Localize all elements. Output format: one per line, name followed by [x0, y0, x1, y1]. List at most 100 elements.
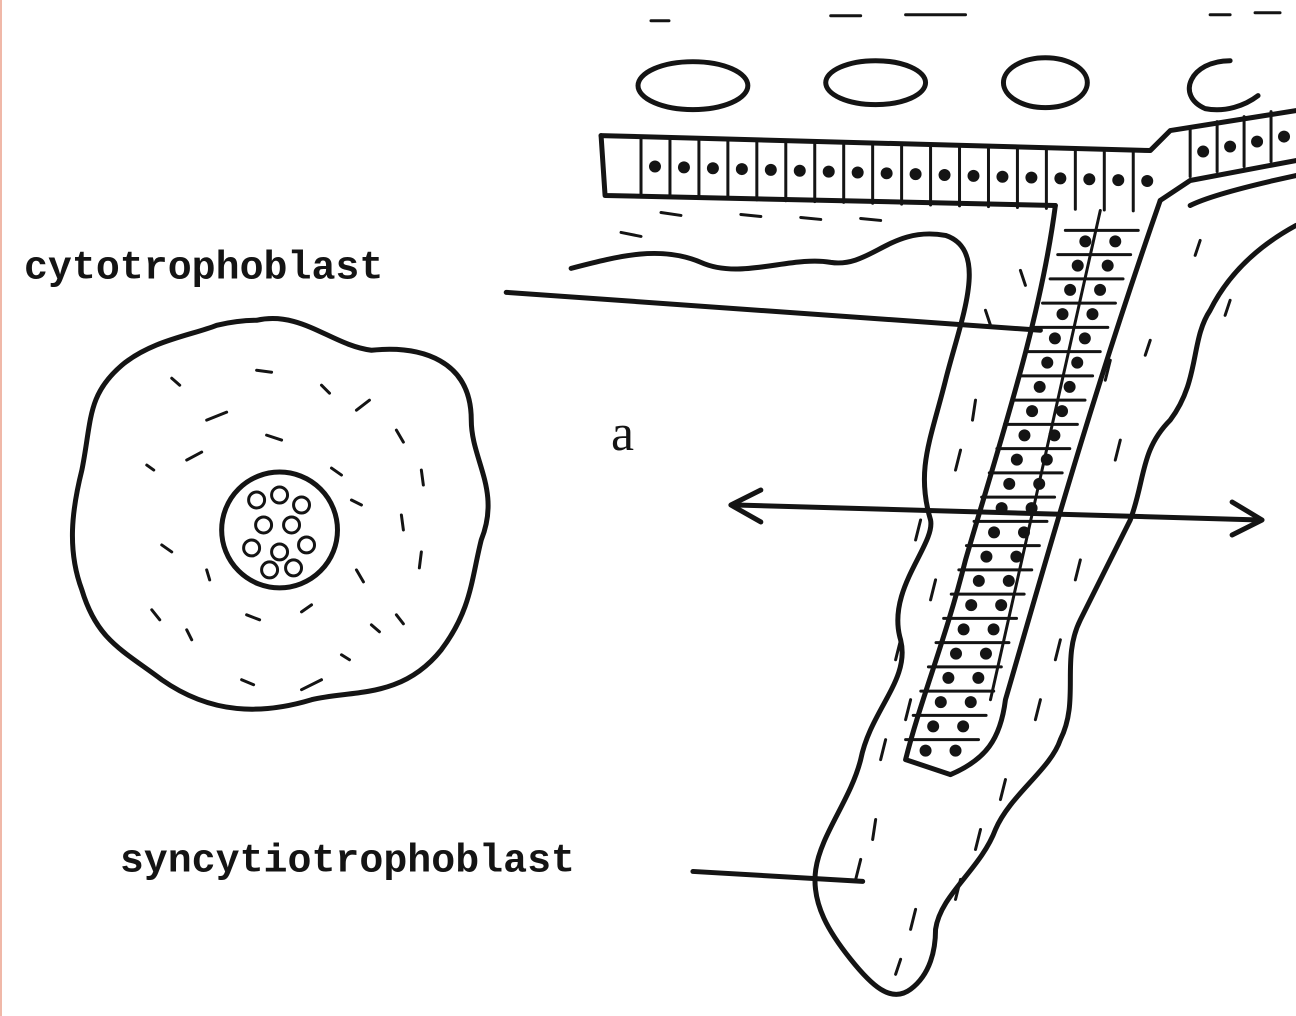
- nucleus-dash: [421, 470, 423, 485]
- cell-nucleus: [1049, 332, 1061, 344]
- cell-nucleus: [957, 720, 969, 732]
- cell-nucleus: [965, 696, 977, 708]
- cell-nucleus: [988, 526, 1000, 538]
- cell-nucleus: [794, 165, 806, 177]
- cell-nucleus: [920, 745, 932, 757]
- nucleus-dash: [351, 500, 361, 505]
- cell-nucleus: [1011, 454, 1023, 466]
- cell-nucleus: [1056, 405, 1068, 417]
- maternal-cell: [826, 61, 926, 105]
- cell-nucleus: [972, 672, 984, 684]
- nucleus-dash: [257, 370, 272, 372]
- nucleus-dash: [371, 625, 379, 632]
- cytotrophoblast-cell-row: [601, 111, 1296, 211]
- nucleus-dash: [973, 400, 976, 420]
- core-cell: [294, 497, 310, 513]
- cell-nucleus: [1112, 174, 1124, 186]
- nucleus-dash: [1075, 560, 1080, 580]
- cell-nucleus: [1094, 284, 1106, 296]
- cell-nucleus: [988, 623, 1000, 635]
- cell-nucleus: [678, 161, 690, 173]
- cell-nucleus: [965, 599, 977, 611]
- cell-nucleus: [958, 623, 970, 635]
- cell-nucleus: [1054, 172, 1066, 184]
- cell-nucleus: [1278, 131, 1290, 143]
- cell-nucleus: [1197, 146, 1209, 158]
- cell-nucleus: [1109, 235, 1121, 247]
- cell-nucleus: [927, 720, 939, 732]
- nucleus-dash: [356, 400, 369, 410]
- cell-nucleus: [1003, 575, 1015, 587]
- cell-nucleus: [1048, 429, 1060, 441]
- cell-nucleus: [1251, 136, 1263, 148]
- cell-nucleus: [1141, 175, 1153, 187]
- nucleus-dash: [322, 385, 330, 393]
- core-cell: [272, 544, 288, 560]
- nucleus-dash: [881, 740, 886, 760]
- nucleus-dash: [856, 859, 861, 879]
- cell-nucleus: [1072, 260, 1084, 272]
- maternal-cell: [1189, 61, 1258, 110]
- cell-nucleus: [1079, 332, 1091, 344]
- nucleus-dash: [302, 605, 312, 612]
- nucleus-dash: [267, 435, 282, 440]
- cell-nucleus: [1003, 478, 1015, 490]
- cell-nucleus: [950, 745, 962, 757]
- cell-nucleus: [707, 162, 719, 174]
- nucleus-dash: [341, 655, 349, 660]
- nucleus-dash: [1145, 340, 1150, 355]
- nucleus-dash: [302, 680, 322, 690]
- cell-nucleus: [980, 648, 992, 660]
- nucleus-dash: [861, 218, 881, 220]
- cell-nucleus: [1064, 284, 1076, 296]
- cell-nucleus: [852, 166, 864, 178]
- cell-nucleus: [942, 672, 954, 684]
- nucleus-dash: [207, 412, 227, 420]
- nucleus-dash: [1195, 240, 1200, 255]
- nucleus-dash: [187, 452, 202, 460]
- cell-nucleus: [1018, 429, 1030, 441]
- nucleus-dash: [1055, 640, 1060, 660]
- maternal-cell: [638, 62, 748, 110]
- cell-nucleus: [1026, 405, 1038, 417]
- cell-nucleus: [973, 575, 985, 587]
- core-cell: [244, 540, 260, 556]
- nucleus-dash: [975, 830, 980, 850]
- nucleus-dash: [956, 450, 961, 470]
- cytotrophoblast-leader-line: [506, 292, 1040, 330]
- core-cell: [262, 562, 278, 578]
- cell-nucleus: [881, 167, 893, 179]
- nucleus-dash: [661, 212, 681, 215]
- nucleus-dash: [162, 545, 172, 552]
- nucleus-dash: [985, 310, 990, 325]
- cell-nucleus: [649, 161, 661, 173]
- maternal-cells: [638, 13, 1280, 110]
- nucleus-dash: [331, 468, 341, 475]
- nucleus-dash: [801, 217, 821, 219]
- nucleus-dash: [896, 959, 901, 974]
- nucleus-dash: [396, 430, 403, 442]
- cell-nucleus: [1025, 172, 1037, 184]
- core-cell: [284, 517, 300, 533]
- cell-nucleus: [935, 696, 947, 708]
- syncytium-nuclei: [621, 212, 1230, 974]
- free-villus-cross-section: [72, 319, 488, 710]
- cell-nucleus: [980, 551, 992, 563]
- nucleus-dash: [906, 700, 911, 720]
- nucleus-dash: [356, 570, 363, 582]
- cell-nucleus: [968, 170, 980, 182]
- cell-nucleus: [1224, 141, 1236, 153]
- nucleus-dash: [741, 214, 761, 216]
- cell-nucleus: [1041, 454, 1053, 466]
- cell-nucleus: [1018, 526, 1030, 538]
- nucleus-dash: [172, 378, 180, 385]
- cytotrophoblast-label: cytotrophoblast: [24, 245, 383, 290]
- nucleus-dash: [207, 570, 210, 580]
- nucleus-dash: [247, 615, 260, 620]
- cell-nucleus: [1083, 173, 1095, 185]
- core-cell: [272, 487, 288, 503]
- nucleus-dash: [187, 630, 192, 640]
- cell-nucleus: [1041, 357, 1053, 369]
- cytotrophoblast-column: [906, 200, 1161, 774]
